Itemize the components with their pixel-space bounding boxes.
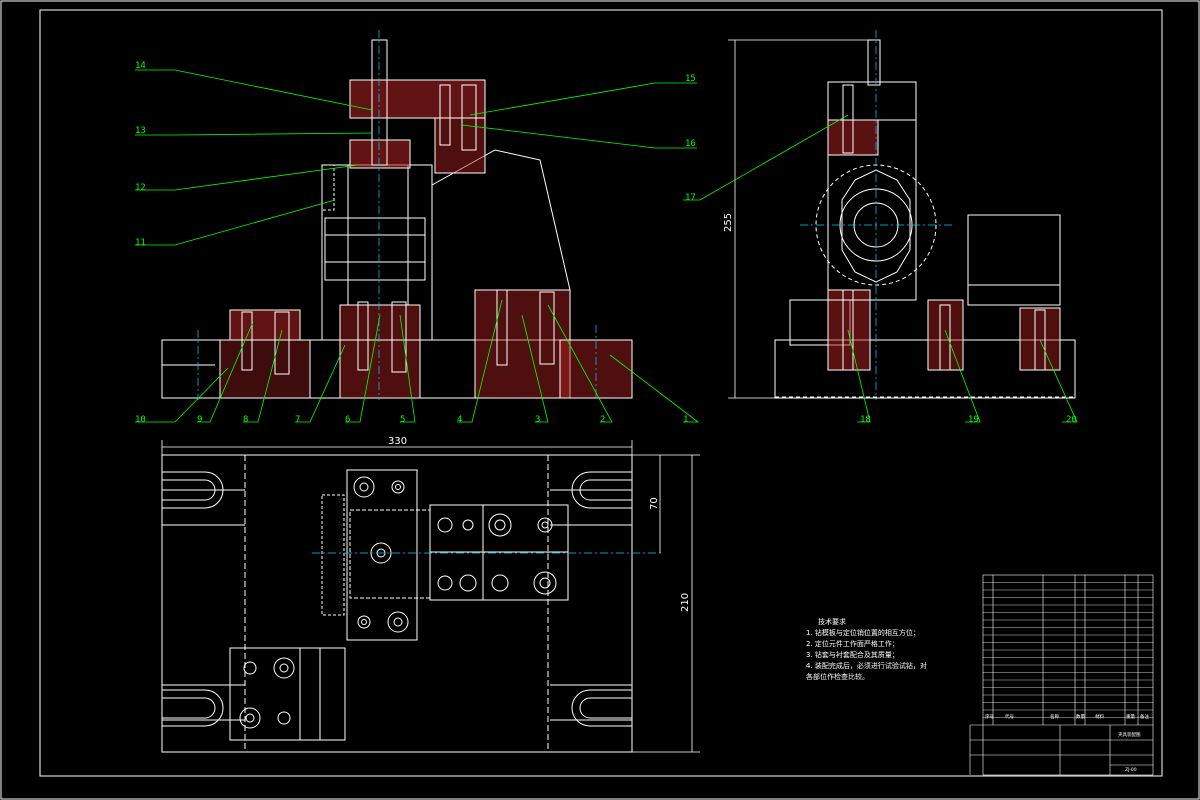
bom-header-qty: 数量 (1076, 713, 1085, 720)
bom-header-note: 备注 (1140, 713, 1149, 720)
plan-view (161, 454, 662, 753)
dim-210-label: 210 (680, 593, 691, 612)
bom-rows (983, 582, 1153, 718)
bom-header-material: 材料 (1095, 713, 1104, 720)
bom-header-name: 名称 (1050, 713, 1059, 720)
callout-6: 6 (345, 415, 350, 425)
bom-header-no: 序号 (985, 713, 994, 720)
callout-15: 15 (685, 74, 696, 84)
notes-line-4: 4. 装配完成后，必须进行试验试钻，对 (806, 662, 927, 670)
callout-18: 18 (860, 415, 871, 425)
callout-16: 16 (685, 139, 696, 149)
callout-5: 5 (400, 415, 405, 425)
technical-notes: 技术要求 1. 钻模板与定位销位置的相互方位； 2. 定位元件工作面严格工作； … (806, 617, 976, 683)
callout-13: 13 (135, 126, 146, 136)
leader-lines (135, 69, 1078, 423)
side-view (774, 30, 1076, 400)
bom-header-weight: 重量 (1126, 713, 1135, 720)
callout-19: 19 (968, 415, 979, 425)
notes-title: 技术要求 (818, 618, 846, 626)
drawing-frame (39, 9, 1163, 777)
callout-1: 1 (683, 415, 688, 425)
callout-11: 11 (135, 238, 146, 248)
dim-255-label: 255 (723, 213, 734, 232)
notes-line-3: 3. 钻套与衬套配合及其质量； (806, 651, 899, 659)
callout-20: 20 (1066, 415, 1077, 425)
drawing-code: ZJ-00 (1125, 767, 1137, 773)
drawing-name: 夹具装配图 (1118, 731, 1141, 738)
dim-330-label: 330 (388, 436, 407, 447)
notes-line-1: 1. 钻模板与定位销位置的相互方位； (806, 629, 920, 637)
callout-12: 12 (135, 183, 146, 193)
callout-2: 2 (600, 415, 605, 425)
callout-3: 3 (535, 415, 540, 425)
callout-10: 10 (135, 415, 146, 425)
dim-70-label: 70 (649, 497, 660, 510)
notes-line-2: 2. 定位元件工作面严格工作； (806, 640, 899, 648)
callout-8: 8 (243, 415, 248, 425)
bom-header-code: 代号 (1005, 713, 1014, 720)
dimension-lines (161, 39, 870, 753)
notes-line-5: 各部位作检查比较。 (806, 673, 869, 681)
callout-17: 17 (685, 193, 696, 203)
callout-7: 7 (295, 415, 300, 425)
callout-4: 4 (457, 415, 462, 425)
front-view (161, 30, 633, 400)
callout-9: 9 (197, 415, 202, 425)
callouts-front: 14 13 12 11 15 16 10 9 8 7 6 5 4 3 2 1 (135, 61, 696, 425)
callouts-side: 17 18 19 20 (685, 193, 1077, 425)
callout-14: 14 (135, 61, 146, 71)
